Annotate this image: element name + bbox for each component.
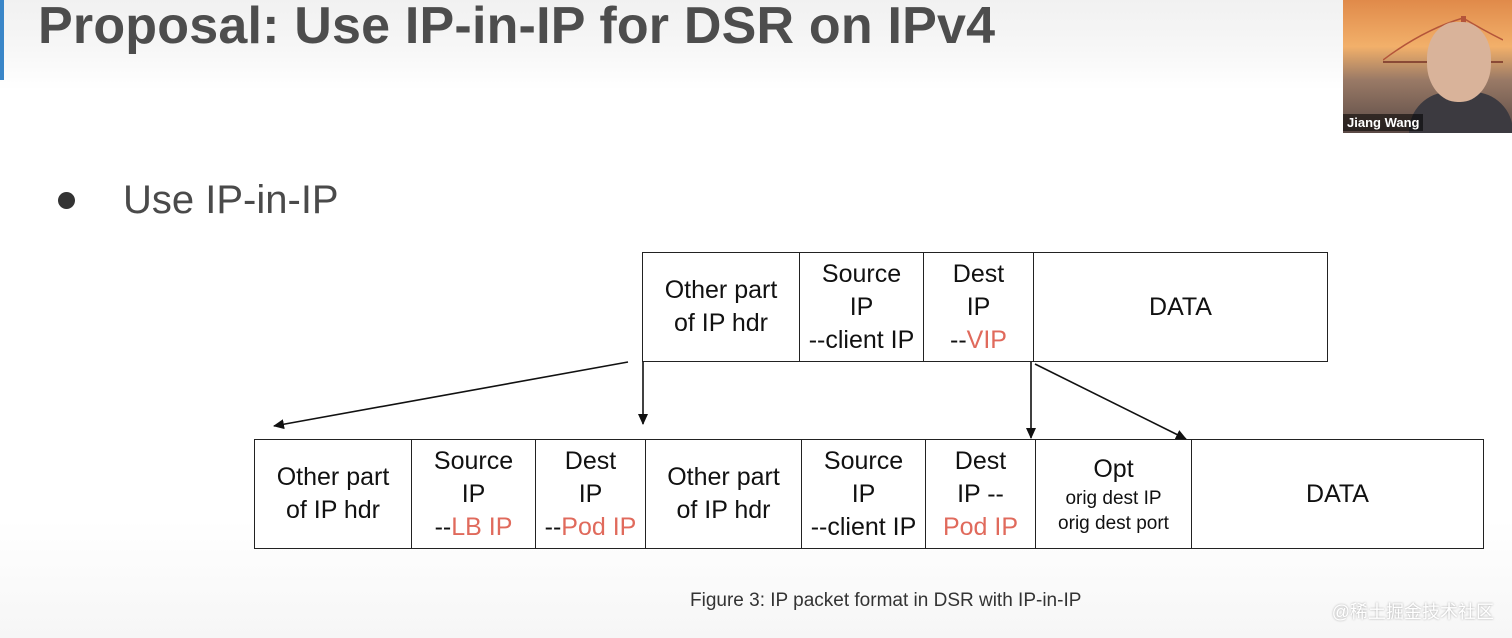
cell-line: IP -- (957, 479, 1004, 508)
cell-line: IP (966, 292, 991, 321)
orig-dest-ip-cell: Dest IP --VIP (923, 253, 1033, 361)
watermark: @稀土掘金技术社区 (1331, 602, 1494, 622)
cell-line: Source (433, 446, 514, 475)
cell-line: Opt (1093, 454, 1134, 483)
cell-line: Source (821, 259, 902, 288)
vip-highlight: VIP (966, 325, 1007, 354)
cell-prefix: -- (950, 325, 967, 354)
bullet-dot-icon (58, 192, 75, 209)
slide-title: Proposal: Use IP-in-IP for DSR on IPv4 (38, 0, 996, 55)
inner-source-ip-cell: Source IP --client IP (801, 440, 925, 548)
pod-ip-highlight: Pod IP (561, 512, 637, 541)
outer-source-ip-cell: Source IP --LB IP (411, 440, 535, 548)
cell-prefix: -- (544, 512, 562, 541)
participant-avatar (1427, 22, 1491, 102)
cell-line: --client IP (810, 512, 917, 541)
bullet-text: Use IP-in-IP (123, 178, 339, 222)
inner-dest-ip-cell: Dest IP -- Pod IP (925, 440, 1035, 548)
cell-line: IP (578, 479, 603, 508)
outer-dest-ip-cell: Dest IP --Pod IP (535, 440, 645, 548)
orig-data-cell: DATA (1033, 253, 1327, 361)
slide-accent-bar (0, 0, 4, 80)
encap-data-cell: DATA (1191, 440, 1483, 548)
encapsulated-packet: Other part of IP hdr Source IP --LB IP D… (254, 439, 1484, 549)
cell-line: Other part (664, 276, 778, 304)
cell-line: --Pod IP (545, 511, 637, 544)
arrow-to-data (1034, 363, 1187, 440)
pod-ip-highlight: Pod IP (942, 512, 1019, 541)
cell-line: --VIP (950, 324, 1007, 357)
arrow-to-outer-header (273, 361, 629, 430)
original-packet: Other part of IP hdr Source IP --client … (642, 252, 1328, 362)
cell-line: Dest (564, 446, 617, 475)
cell-line: Dest (954, 446, 1007, 475)
participant-name: Jiang Wang (1343, 114, 1424, 131)
lb-ip-highlight: LB IP (451, 512, 513, 541)
cell-line: DATA (1149, 292, 1212, 321)
cell-line: IP (461, 479, 486, 508)
cell-line: DATA (1306, 479, 1369, 508)
cell-line: Source (823, 446, 904, 475)
outer-other-hdr-cell: Other part of IP hdr (255, 440, 411, 548)
cell-line: orig dest IP (1065, 487, 1162, 509)
cell-line: of IP hdr (285, 496, 381, 524)
cell-prefix: -- (434, 512, 452, 541)
cell-line: Other part (667, 463, 780, 491)
opt-cell: Opt orig dest IP orig dest port (1035, 440, 1191, 548)
bullet-item: Use IP-in-IP (58, 178, 339, 223)
cell-line: --client IP (808, 325, 915, 354)
orig-source-ip-cell: Source IP --client IP (799, 253, 923, 361)
cell-line: IP (851, 479, 876, 508)
cell-line: of IP hdr (676, 496, 771, 524)
figure-caption: Figure 3: IP packet format in DSR with I… (690, 590, 1082, 611)
inner-other-hdr-cell: Other part of IP hdr (645, 440, 801, 548)
participant-video-tile[interactable]: Jiang Wang (1343, 0, 1512, 133)
cell-line: orig dest port (1058, 512, 1169, 534)
cell-line: Dest (952, 259, 1005, 288)
cell-line: of IP hdr (673, 309, 769, 337)
cell-line: Other part (276, 463, 390, 491)
orig-other-hdr-cell: Other part of IP hdr (643, 253, 799, 361)
cell-line: IP (849, 292, 874, 321)
cell-line: --LB IP (435, 511, 513, 544)
